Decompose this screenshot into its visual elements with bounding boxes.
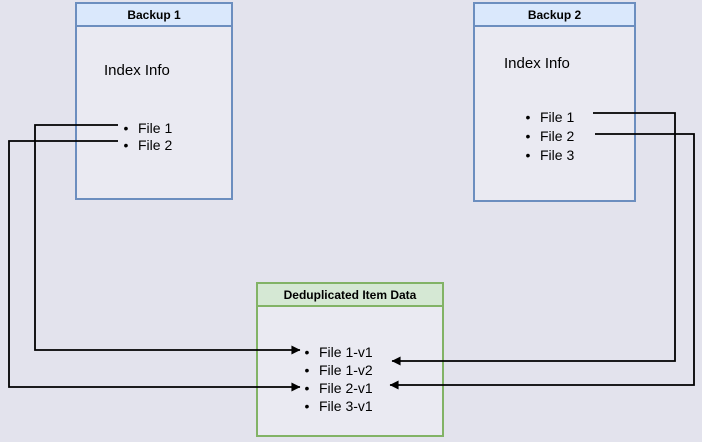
backup2-index-info-label: Index Info — [504, 55, 570, 72]
dedup-file2-v1-label: File 2-v1 — [319, 380, 373, 396]
bullet-icon: • — [123, 119, 129, 136]
list-item: • File 1-v1 — [300, 343, 373, 361]
backup1-title: Backup 1 — [127, 7, 181, 22]
list-item: • File 3-v1 — [300, 397, 373, 415]
backup2-file3-label: File 3 — [540, 146, 575, 163]
list-item: • File 2 — [119, 136, 173, 153]
bullet-icon: • — [304, 398, 310, 414]
list-item: • File 1-v2 — [300, 361, 373, 379]
bullet-icon: • — [525, 146, 531, 163]
backup1-index-info-label: Index Info — [104, 62, 170, 79]
list-item: • File 2 — [521, 126, 575, 145]
bullet-icon: • — [525, 108, 531, 125]
backup2-title: Backup 2 — [527, 7, 582, 22]
backup2-file2-label: File 2 — [540, 127, 575, 144]
backup1-header: Backup 1 — [77, 4, 231, 27]
dedup-file-list: • File 1-v1 • File 1-v2 • File 2-v1 • Fi… — [300, 343, 373, 415]
dedup-file1-v2-label: File 1-v2 — [319, 362, 373, 378]
backup2-file-list: • File 1 • File 2 • File 3 — [521, 107, 575, 164]
dedup-title: Deduplicated Item Data — [283, 287, 417, 302]
backup1-file2-label: File 2 — [138, 136, 173, 153]
backup1-file-list: • File 1 • File 2 — [119, 119, 173, 153]
list-item: • File 3 — [521, 145, 575, 164]
backup2-header: Backup 2 — [475, 4, 634, 27]
backup1-box: Backup 1 Index Info • File 1 • File 2 — [75, 2, 233, 200]
bullet-icon: • — [304, 362, 310, 378]
bullet-icon: • — [304, 380, 310, 396]
backup2-box: Backup 2 Index Info • File 1 • File 2 • … — [473, 2, 636, 202]
backup2-file1-label: File 1 — [540, 108, 575, 125]
bullet-icon: • — [304, 344, 310, 360]
list-item: • File 2-v1 — [300, 379, 373, 397]
bullet-icon: • — [525, 127, 531, 144]
dedup-header: Deduplicated Item Data — [258, 284, 442, 307]
list-item: • File 1 — [521, 107, 575, 126]
list-item: • File 1 — [119, 119, 173, 136]
dedup-file3-v1-label: File 3-v1 — [319, 398, 373, 414]
bullet-icon: • — [123, 136, 129, 153]
dedup-box: Deduplicated Item Data • File 1-v1 • Fil… — [256, 282, 444, 437]
dedup-file1-v1-label: File 1-v1 — [319, 344, 373, 360]
backup1-file1-label: File 1 — [138, 119, 173, 136]
